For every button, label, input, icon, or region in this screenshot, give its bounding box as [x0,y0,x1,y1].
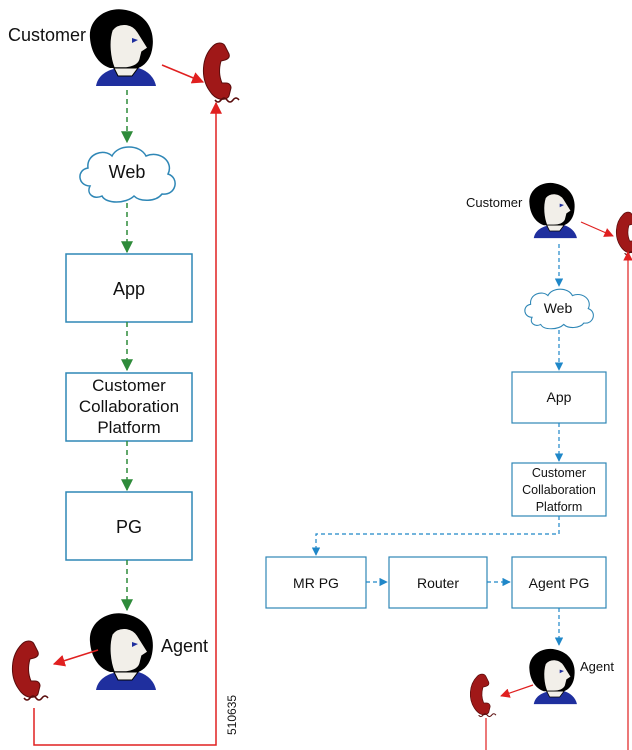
left-app-box [65,253,193,323]
right-agent-label: Agent [580,659,614,674]
right-platform-label-3: Platform [536,500,583,514]
right-customer-to-phone-arrow [580,221,614,237]
left-platform-label-1: Customer [92,376,166,395]
left-agent-phone-icon [11,640,49,701]
right-mrpg-box [265,556,367,609]
left-agent-label: Agent [161,636,208,656]
right-agent-person-icon [528,648,578,705]
left-platform-label-3: Platform [97,418,160,437]
right-agentpg-box [511,556,607,609]
right-router-label: Router [417,575,459,591]
left-voice-path [33,101,222,746]
right-agentpg-label: Agent PG [529,575,590,591]
left-agent-person-icon [89,612,157,691]
left-customer-to-phone-arrow [161,64,205,84]
right-customer-phone-icon [615,211,632,256]
right-agent-to-phone-arrow [500,684,534,698]
right-arrow-platform-mrpg [311,516,560,556]
left-customer-phone-icon [202,42,240,103]
left-pg-label: PG [116,517,142,537]
right-mrpg-label: MR PG [293,575,339,591]
right-web-label: Web [544,300,573,316]
right-platform-box [511,462,607,517]
right-platform-label-1: Customer [532,466,586,480]
left-pg-box [65,491,193,561]
right-app-label: App [547,389,572,405]
right-diagram: Customer Web App Customer Collaboration … [265,182,632,750]
left-agent-to-phone-arrow [52,649,99,667]
left-web-label: Web [109,162,146,182]
left-diagram: Customer Web App Customer Collaboration … [8,8,240,746]
left-customer-label: Customer [8,25,86,45]
left-app-label: App [113,279,145,299]
right-customer-label: Customer [466,195,523,210]
left-figure-id: 510635 [225,695,239,735]
right-agent-phone-icon [469,673,497,718]
right-customer-person-icon [528,182,578,239]
right-platform-label-2: Collaboration [522,483,596,497]
left-platform-box [65,372,193,442]
right-router-box [388,556,488,609]
left-platform-label-2: Collaboration [79,397,179,416]
left-customer-person-icon [89,8,157,87]
